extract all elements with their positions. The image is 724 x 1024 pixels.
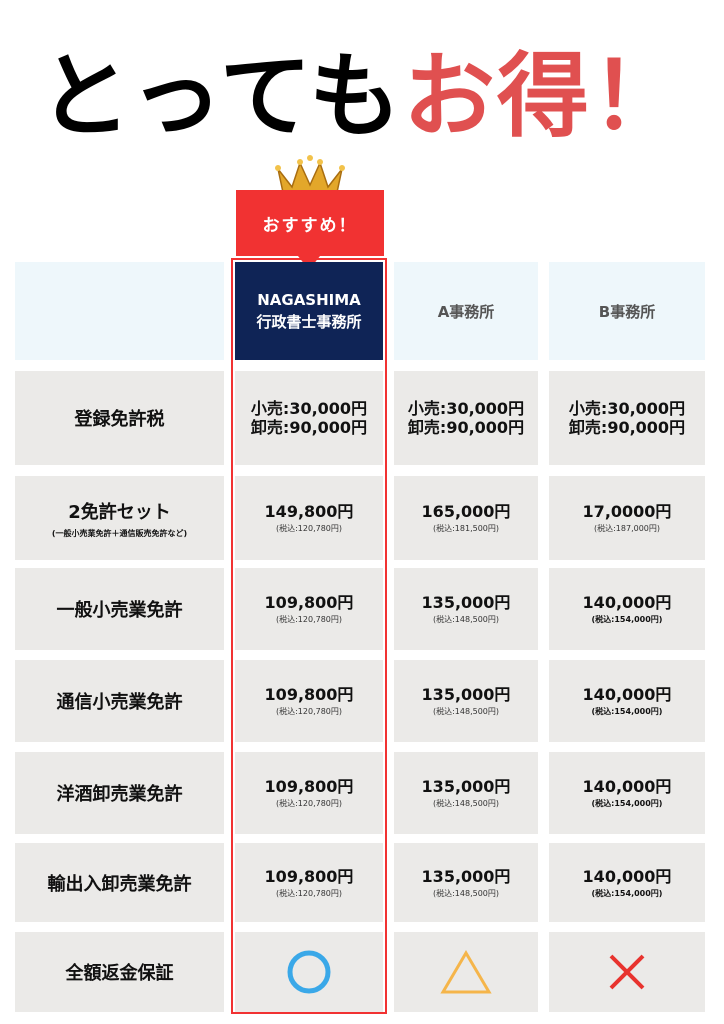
price-cell: 小売:30,000円卸売:90,000円 [549,371,705,465]
row-sublabel: (一般小売業免許＋通信販売免許など) [51,528,188,538]
row-label: 一般小売業免許 [15,568,224,650]
price: 135,000円 [421,777,511,796]
row-label-text: 登録免許税 [74,409,165,430]
tax-price: (税込:120,780円) [275,799,343,808]
price: 卸売:90,000円 [568,418,686,437]
price-cell: 135,000円 (税込:148,500円) [394,843,538,922]
tax-price: (税込:148,500円) [432,707,500,716]
column-name: NAGASHIMA [257,291,361,309]
row-label-text: 輸出入卸売業免許 [47,873,192,895]
price-cell: 109,800円 (税込:120,780円) [235,568,383,650]
price-cell: 小売:30,000円卸売:90,000円 [235,371,383,465]
row-label: 2免許セット (一般小売業免許＋通信販売免許など) [15,476,224,560]
tax-price: (税込:154,000円) [591,615,663,624]
tax-price: (税込:120,780円) [275,524,343,533]
price-cell: 109,800円 (税込:120,780円) [235,843,383,922]
column-name: 行政書士事務所 [256,313,362,331]
tax-price: (税込:148,500円) [432,888,500,898]
price: 109,800円 [264,866,354,886]
price: 135,000円 [421,593,511,612]
row-label-text: 一般小売業免許 [56,600,183,621]
tax-price: (税込:187,000円) [593,524,661,533]
tax-price: (税込:154,000円) [591,799,663,808]
price-cell: 140,000円 (税込:154,000円) [549,660,705,742]
price: 140,000円 [582,685,672,704]
price: 140,000円 [582,866,672,886]
guarantee-cell [235,932,383,1012]
tax-price: (税込:120,780円) [275,707,343,716]
price: 109,800円 [264,593,354,612]
price: 135,000円 [421,866,511,886]
price-cell: 165,000円 (税込:181,500円) [394,476,538,560]
header-a: A事務所 [394,262,538,360]
row-label: 洋酒卸売業免許 [15,752,224,834]
price: 卸売:90,000円 [407,418,525,437]
price-cell: 135,000円 (税込:148,500円) [394,752,538,834]
guarantee-cell [549,932,705,1012]
row-label-text: 2免許セット [68,501,171,523]
price-cell: 140,000円 (税込:154,000円) [549,568,705,650]
tax-price: (税込:148,500円) [432,615,500,624]
price: 小売:30,000円 [568,399,686,418]
tax-price: (税込:154,000円) [591,888,663,898]
row-label: 輸出入卸売業免許 [15,843,224,922]
header-empty [15,262,224,360]
price-cell: 小売:30,000円卸売:90,000円 [394,371,538,465]
price: 109,800円 [264,777,354,796]
row-label: 登録免許税 [15,371,224,465]
guarantee-cell [394,932,538,1012]
price: 149,800円 [264,502,354,521]
row-label-text: 洋酒卸売業免許 [56,784,183,805]
price: 小売:30,000円 [407,399,525,418]
row-label: 全額返金保証 [15,932,224,1012]
header-nagashima: NAGASHIMA 行政書士事務所 [235,262,383,360]
price: 165,000円 [421,502,511,521]
price: 17,0000円 [582,502,672,521]
recommended-badge: おすすめ！ [236,190,384,270]
cross-icon [609,954,645,990]
tax-price: (税込:154,000円) [591,707,663,716]
price-cell: 135,000円 (税込:148,500円) [394,568,538,650]
row-label: 通信小売業免許 [15,660,224,742]
price: 卸売:90,000円 [250,418,368,437]
price: 140,000円 [582,593,672,612]
price: 109,800円 [264,685,354,704]
tax-price: (税込:120,780円) [275,615,343,624]
price: 小売:30,000円 [250,399,368,418]
price-cell: 135,000円 (税込:148,500円) [394,660,538,742]
headline: とってもお得！ [38,43,686,150]
price: 135,000円 [421,685,511,704]
price-cell: 17,0000円 (税込:187,000円) [549,476,705,560]
price-cell: 149,800円 (税込:120,780円) [235,476,383,560]
price: 140,000円 [582,777,672,796]
triangle-icon [440,950,492,994]
price-cell: 109,800円 (税込:120,780円) [235,752,383,834]
tax-price: (税込:181,500円) [432,524,500,533]
row-label-text: 通信小売業免許 [56,692,183,713]
tax-price: (税込:120,780円) [275,888,343,898]
tax-price: (税込:148,500円) [432,799,500,808]
price-cell: 140,000円 (税込:154,000円) [549,752,705,834]
price-cell: 140,000円 (税込:154,000円) [549,843,705,922]
price-cell: 109,800円 (税込:120,780円) [235,660,383,742]
circle-icon [287,950,331,994]
header-b: B事務所 [549,262,705,360]
